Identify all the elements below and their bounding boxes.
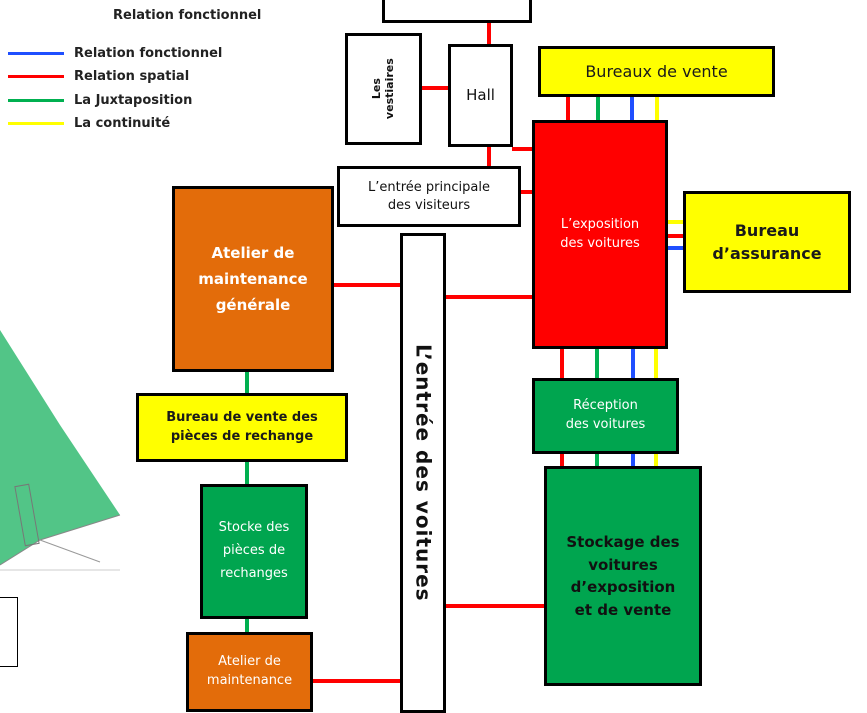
box-exposition: L’exposition des voitures [532,120,668,349]
background-frame-fragment [0,597,18,667]
label-entree-voitures: L’entrée des voitures [411,344,436,602]
link-vestiaires-hall [421,86,449,90]
legend-item-spatial: Relation spatial [8,69,189,84]
link-reception-stockage-blue [631,452,635,468]
box-hall: Hall [448,44,513,147]
box-atelier-generale: Atelier de maintenance générale [172,186,334,372]
box-atelier: Atelier de maintenance [186,632,313,712]
link-atelier-entree-bottom [311,679,403,683]
box-entree-principale: L’entrée principale des visiteurs [337,166,521,227]
label-bureau-pieces: Bureau de vente des pièces de rechange [166,409,318,444]
top-box [382,0,532,23]
box-bureaux-vente: Bureaux de vente [538,46,775,97]
link-hall-entree [487,146,491,170]
link-bureau-pieces-stocke [245,460,249,486]
box-reception: Réception des voitures [532,378,679,454]
legend-swatch-yellow [8,122,64,125]
link-expo-assurance-blue [666,246,684,250]
label-vestiaires: Les vestiaires [369,58,396,120]
label-stockage-voitures: Stockage des voitures d’exposition et de… [566,533,680,619]
link-reception-stockage-red [560,452,564,468]
legend-label: La Juxtaposition [74,93,193,108]
box-stockage-voitures: Stockage des voitures d’exposition et de… [544,466,702,686]
legend-label: La continuité [74,116,171,131]
link-entree-exposition [520,190,534,194]
link-top-hall [487,18,491,44]
legend-swatch-green [8,99,64,102]
label-atelier: Atelier de maintenance [206,654,293,688]
link-bureaux-expo-red [566,96,570,122]
legend-label: Relation spatial [74,69,190,84]
link-reception-stockage-yellow [654,452,658,468]
link-bureaux-expo-green [596,96,600,122]
link-stocke-atelier [245,617,249,634]
legend-swatch-red [8,75,64,78]
box-bureau-assurance: Bureau d’assurance [683,191,851,293]
link-expo-reception-green [595,348,599,380]
link-atelier-bureau-pieces [245,371,249,395]
label-bureaux-vente: Bureaux de vente [585,61,728,81]
label-hall: Hall [466,85,495,104]
link-entree-exposition-side [444,295,534,299]
legend-swatch-blue [8,52,64,55]
box-stocke-pieces: Stocke des pièces de rechanges [200,484,308,619]
label-atelier-generale: Atelier de maintenance générale [198,243,308,315]
link-bureaux-expo-blue [630,96,634,122]
legend-item-juxtaposition: La Juxtaposition [8,93,192,108]
label-entree-principale: L’entrée principale des visiteurs [368,179,490,213]
link-expo-reception-red [560,348,564,380]
link-entree-stockage [444,604,548,608]
legend-item-continuite: La continuité [8,116,170,131]
background-plan-fragment [0,330,121,571]
link-reception-stockage-green [595,452,599,468]
box-vestiaires: Les vestiaires [345,33,422,145]
legend-title: Relation fonctionnel [113,8,262,23]
box-bureau-pieces: Bureau de vente des pièces de rechange [136,393,348,462]
link-hall-exposition [512,147,534,151]
legend-item-fonctionnel: Relation fonctionnel [8,46,222,61]
link-bureaux-expo-yellow [655,96,659,122]
label-stocke-pieces: Stocke des pièces de rechanges [218,520,290,581]
label-reception: Réception des voitures [565,398,646,432]
label-bureau-assurance: Bureau d’assurance [712,220,822,263]
link-expo-reception-blue [631,348,635,380]
link-atelier-entree [332,283,402,287]
link-expo-assurance-red [666,234,684,238]
link-expo-assurance-yellow [666,220,684,224]
box-entree-voitures: L’entrée des voitures [400,233,446,713]
legend-label: Relation fonctionnel [74,46,223,61]
link-expo-reception-yellow [654,348,658,380]
label-exposition: L’exposition des voitures [560,216,640,251]
